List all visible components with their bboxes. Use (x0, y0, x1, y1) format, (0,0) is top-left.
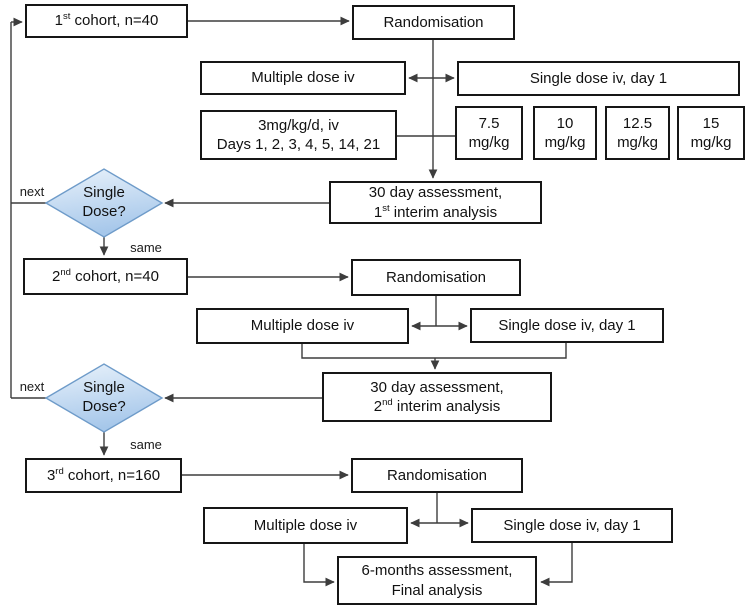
next2-label: next (19, 379, 45, 394)
assessment1-line2: 1st interim analysis (373, 202, 498, 221)
regimen-node: 3mg/kg/d, iv Days 1, 2, 3, 4, 5, 14, 21 (200, 110, 397, 160)
multiple3-to-final (303, 544, 335, 587)
row2-merge (301, 343, 567, 359)
next1-label: next (19, 184, 45, 199)
single-dose2-node: Single dose iv, day 1 (470, 308, 664, 343)
randomisation2-label: Randomisation (385, 268, 487, 286)
final-assessment-node: 6-months assessment, Final analysis (337, 556, 537, 605)
randomisation1-label: Randomisation (383, 13, 484, 31)
assessment1-node: 30 day assessment, 1st interim analysis (329, 181, 542, 224)
single-dose3-node: Single dose iv, day 1 (471, 508, 673, 543)
single-dose2-label: Single dose iv, day 1 (498, 316, 636, 334)
cohort2-node: 2nd cohort, n=40 (23, 258, 188, 295)
randomisation1-node: Randomisation (352, 5, 515, 40)
decision1-text: Single Dose? (46, 169, 162, 237)
multiple-dose3-label: Multiple dose iv (253, 516, 358, 534)
randomisation3-node: Randomisation (351, 458, 523, 493)
dose-15-amount: 15 (702, 114, 720, 132)
regimen-line1: 3mg/kg/d, iv (258, 116, 339, 134)
decision1-line1: Single (83, 184, 125, 202)
single-dose3-label: Single dose iv, day 1 (503, 516, 641, 534)
multiple-dose3-node: Multiple dose iv (203, 507, 408, 544)
dose-15-unit: mg/kg (690, 134, 732, 151)
dose-15-node: 15 mg/kg (677, 106, 745, 160)
multiple-dose1-label: Multiple dose iv (251, 69, 355, 87)
dose-10-amount: 10 (556, 114, 574, 132)
decision2-line1: Single (83, 379, 125, 397)
dose-12-5-amount: 12.5 (622, 114, 653, 132)
dose-7-5-unit: mg/kg (468, 134, 510, 151)
cohort1-label: 1st cohort, n=40 (54, 11, 159, 30)
dose-12-5-node: 12.5 mg/kg (605, 106, 670, 160)
decision2-diamond (44, 363, 164, 433)
regimen-line2: Days 1, 2, 3, 4, 5, 14, 21 (216, 136, 381, 153)
cohort2-label: 2nd cohort, n=40 (52, 266, 159, 285)
decision1-line2: Dose? (82, 203, 126, 220)
decision2-text: Single Dose? (46, 364, 162, 432)
randomisation2-node: Randomisation (351, 259, 521, 296)
multiple-dose2-node: Multiple dose iv (196, 308, 409, 344)
dose-7-5-node: 7.5 mg/kg (455, 106, 523, 160)
final-assessment-line1: 6-months assessment, (361, 562, 513, 579)
single3-to-final (540, 543, 573, 587)
multiple-dose2-label: Multiple dose iv (250, 317, 355, 335)
dose-7-5-amount: 7.5 (478, 114, 500, 132)
same2-label: same (130, 437, 162, 452)
multiple-dose1-node: Multiple dose iv (200, 61, 406, 95)
single-dose1-label: Single dose iv, day 1 (529, 69, 668, 87)
randomisation3-label: Randomisation (386, 466, 488, 484)
dose-10-unit: mg/kg (544, 134, 586, 151)
final-assessment-line2: Final analysis (391, 581, 483, 599)
dose-12-5-unit: mg/kg (617, 134, 658, 151)
cohort3-node: 3rd cohort, n=160 (25, 458, 182, 493)
decision2-line2: Dose? (82, 398, 126, 415)
cohort1-node: 1st cohort, n=40 (25, 4, 188, 38)
cohort3-label: 3rd cohort, n=160 (46, 465, 161, 484)
same1-label: same (130, 240, 162, 255)
single-dose1-node: Single dose iv, day 1 (457, 61, 740, 96)
assessment2-line1: 30 day assessment, (370, 378, 504, 396)
dose-10-node: 10 mg/kg (533, 106, 597, 160)
assessment2-node: 30 day assessment, 2nd interim analysis (322, 372, 552, 422)
assessment1-line1: 30 day assessment, (368, 184, 503, 201)
assessment2-line2: 2nd interim analysis (373, 397, 501, 415)
decision1-diamond (44, 168, 164, 238)
